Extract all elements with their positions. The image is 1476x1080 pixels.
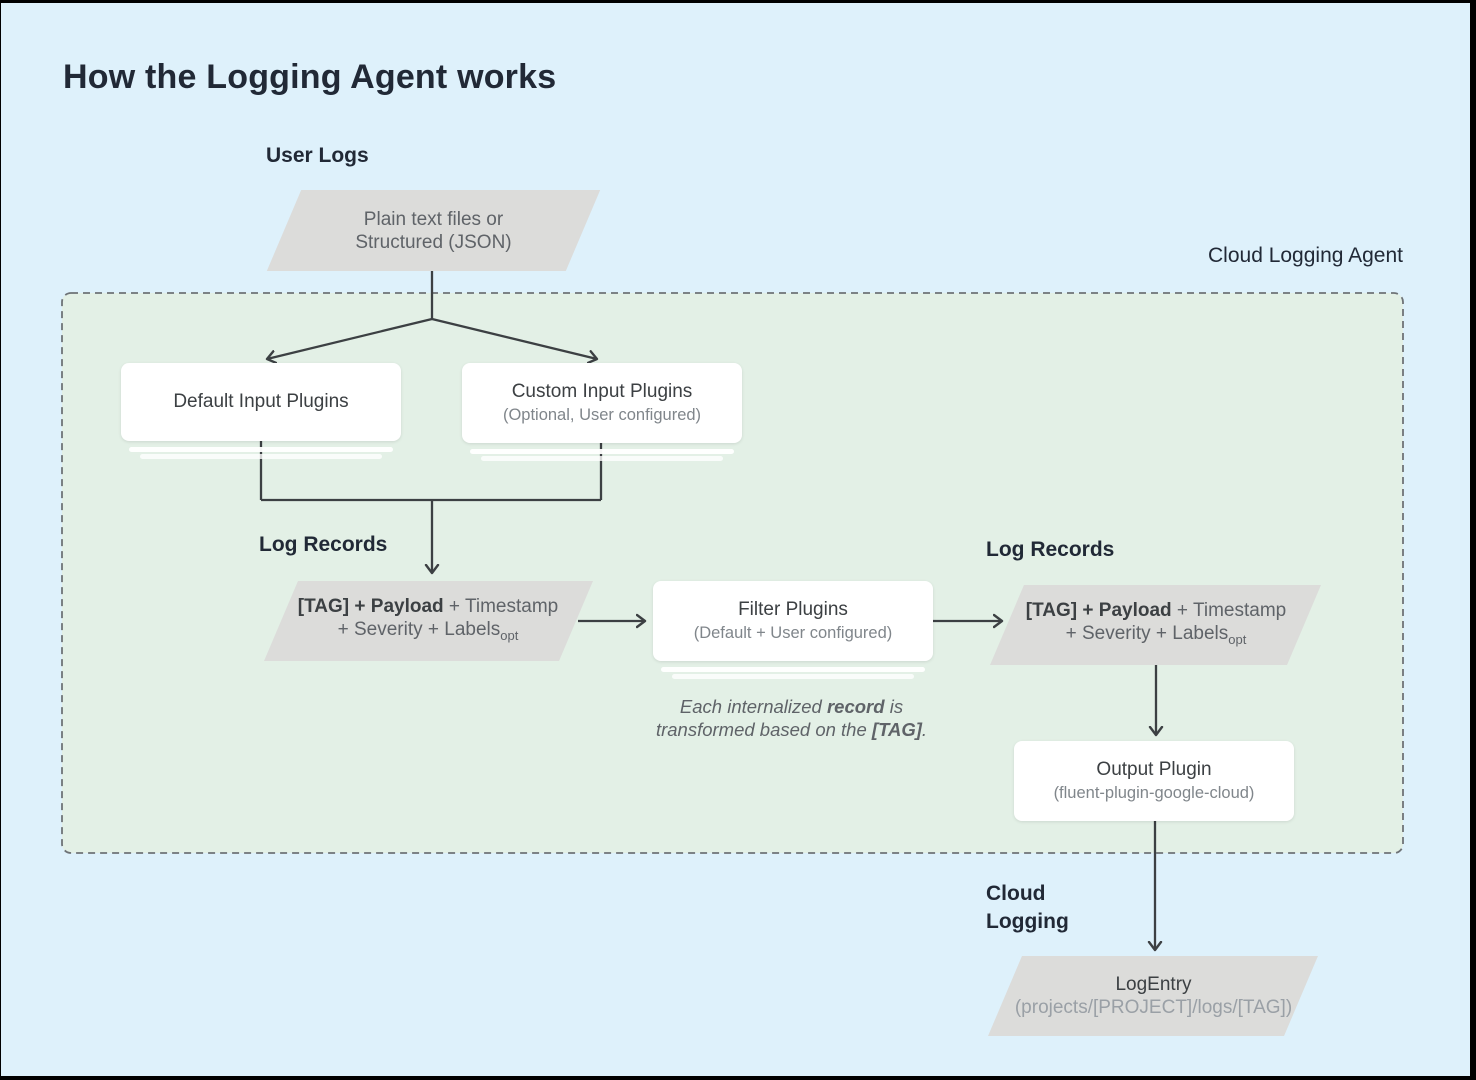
user-logs-label: User Logs (266, 144, 369, 167)
default-input-stack-bar-1 (129, 447, 393, 452)
filter-note-part3: transformed based on the (655, 719, 872, 740)
log-record-left-line2-text: + Severity + Labels (337, 619, 501, 641)
filter-plugins-card: Filter Plugins (Default + User configure… (653, 581, 933, 661)
log-record-left-line1: [TAG] + Payload + Timestamp (298, 595, 558, 618)
custom-input-stack-bar-2 (481, 456, 723, 461)
log-record-left-line2: + Severity + Labelsopt (338, 618, 519, 647)
log-entry-text: LogEntry (projects/[PROJECT]/logs/[TAG]) (986, 956, 1321, 1036)
cloud-logging-label-line2: Logging (986, 910, 1069, 933)
filter-note-part2: is (884, 696, 904, 717)
custom-input-stack-bar-1 (470, 449, 734, 454)
filter-note-line2: transformed based on the [TAG]. (629, 718, 954, 741)
log-record-right-bold: [TAG] + Payload (1025, 600, 1172, 622)
log-record-left-rest: + Timestamp (443, 596, 559, 618)
filter-note-part1: Each internalized (679, 696, 827, 717)
page-title: How the Logging Agent works (63, 58, 557, 96)
user-logs-source-text: Plain text files or Structured (JSON) (266, 190, 601, 271)
custom-input-plugins-card: Custom Input Plugins (Optional, User con… (462, 363, 742, 443)
default-input-plugins-card: Default Input Plugins (121, 363, 401, 441)
log-record-right-line1: [TAG] + Payload + Timestamp (1026, 599, 1286, 622)
filter-plugins-subtitle: (Default + User configured) (693, 624, 893, 642)
log-record-right-subscript: opt (1228, 631, 1247, 647)
log-records-label-right: Log Records (986, 538, 1115, 561)
log-record-left-text: [TAG] + Payload + Timestamp + Severity +… (263, 581, 593, 661)
filter-note-bold1: record (826, 696, 885, 717)
log-record-right-text: [TAG] + Payload + Timestamp + Severity +… (991, 585, 1321, 665)
filter-note: Each internalized record is transformed … (629, 695, 954, 741)
filter-plugins-stack-bar-1 (661, 667, 925, 672)
output-plugin-card: Output Plugin (fluent-plugin-google-clou… (1014, 741, 1294, 821)
custom-input-plugins-subtitle: (Optional, User configured) (502, 406, 702, 424)
log-record-right-rest: + Timestamp (1171, 600, 1287, 622)
filter-plugins-stack-bar-2 (672, 674, 914, 679)
log-record-left-bold: [TAG] + Payload (297, 596, 444, 618)
filter-note-bold2: [TAG] (871, 719, 922, 740)
log-record-right-line2-text: + Severity + Labels (1065, 623, 1229, 645)
default-input-plugins-title: Default Input Plugins (173, 391, 349, 412)
cloud-logging-label-line1: Cloud (986, 882, 1046, 905)
diagram-page: How the Logging Agent works User Logs Cl… (1, 3, 1470, 1076)
filter-plugins-title: Filter Plugins (738, 599, 848, 620)
output-plugin-title: Output Plugin (1096, 759, 1212, 780)
log-records-label-left: Log Records (259, 533, 388, 556)
filter-note-part4: . (921, 719, 928, 740)
log-record-right-line2: + Severity + Labelsopt (1066, 622, 1247, 651)
log-record-left-subscript: opt (500, 627, 519, 643)
user-logs-line2: Structured (JSON) (355, 231, 512, 253)
custom-input-plugins-title: Custom Input Plugins (511, 381, 693, 402)
cloud-logging-agent-label: Cloud Logging Agent (1208, 244, 1403, 267)
filter-note-line1: Each internalized record is (629, 695, 954, 718)
user-logs-line1: Plain text files or (363, 208, 504, 230)
log-entry-subtitle: (projects/[PROJECT]/logs/[TAG]) (1014, 997, 1293, 1018)
output-plugin-subtitle: (fluent-plugin-google-cloud) (1053, 784, 1255, 802)
log-entry-title: LogEntry (1115, 974, 1192, 995)
default-input-stack-bar-2 (140, 454, 382, 459)
cloud-logging-label: Cloud Logging (986, 880, 1069, 936)
